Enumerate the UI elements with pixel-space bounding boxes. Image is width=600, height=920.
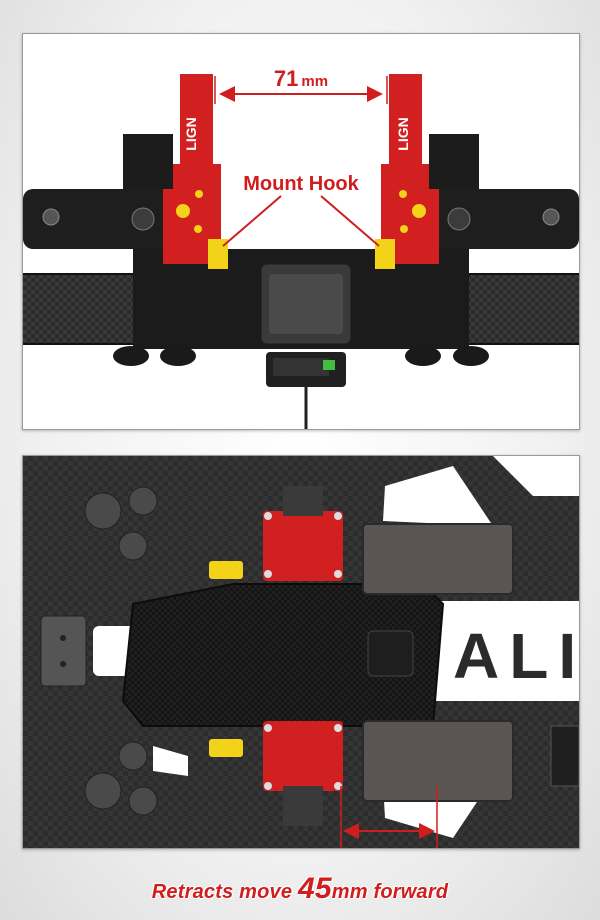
- callout-leader-right: [320, 195, 380, 247]
- callout-leader-left: [222, 195, 282, 247]
- top-view-illustration: ALIG: [23, 456, 579, 848]
- caption-value: 45: [297, 872, 332, 905]
- caption-prefix: Retracts move: [151, 881, 298, 903]
- retract-caption: Retracts move 45mm forward: [0, 872, 600, 906]
- lower-mount-hook: [209, 739, 243, 757]
- mount-hook-callout: Mount Hook: [243, 173, 359, 195]
- left-mount-block: [40, 615, 87, 687]
- upper-mount-hook: [209, 561, 243, 579]
- right-arm-upper: [419, 189, 579, 249]
- retract-lower: [263, 721, 343, 826]
- servo-plates: [362, 523, 514, 802]
- left-retract: [123, 74, 228, 269]
- brand-mark-left: LIGN: [183, 117, 199, 150]
- top-view-panel: ALIG: [22, 455, 580, 849]
- right-retract: [375, 74, 479, 269]
- frame-logo-text: ALIG: [453, 620, 579, 692]
- right-mount-hook: [375, 239, 395, 269]
- caption-suffix: mm forward: [331, 881, 449, 903]
- center-plate: [121, 583, 445, 727]
- left-mount-hook: [208, 239, 228, 269]
- left-arm-upper: [23, 189, 183, 249]
- brand-mark-right: LIGN: [395, 117, 411, 150]
- retract-upper: [263, 486, 343, 581]
